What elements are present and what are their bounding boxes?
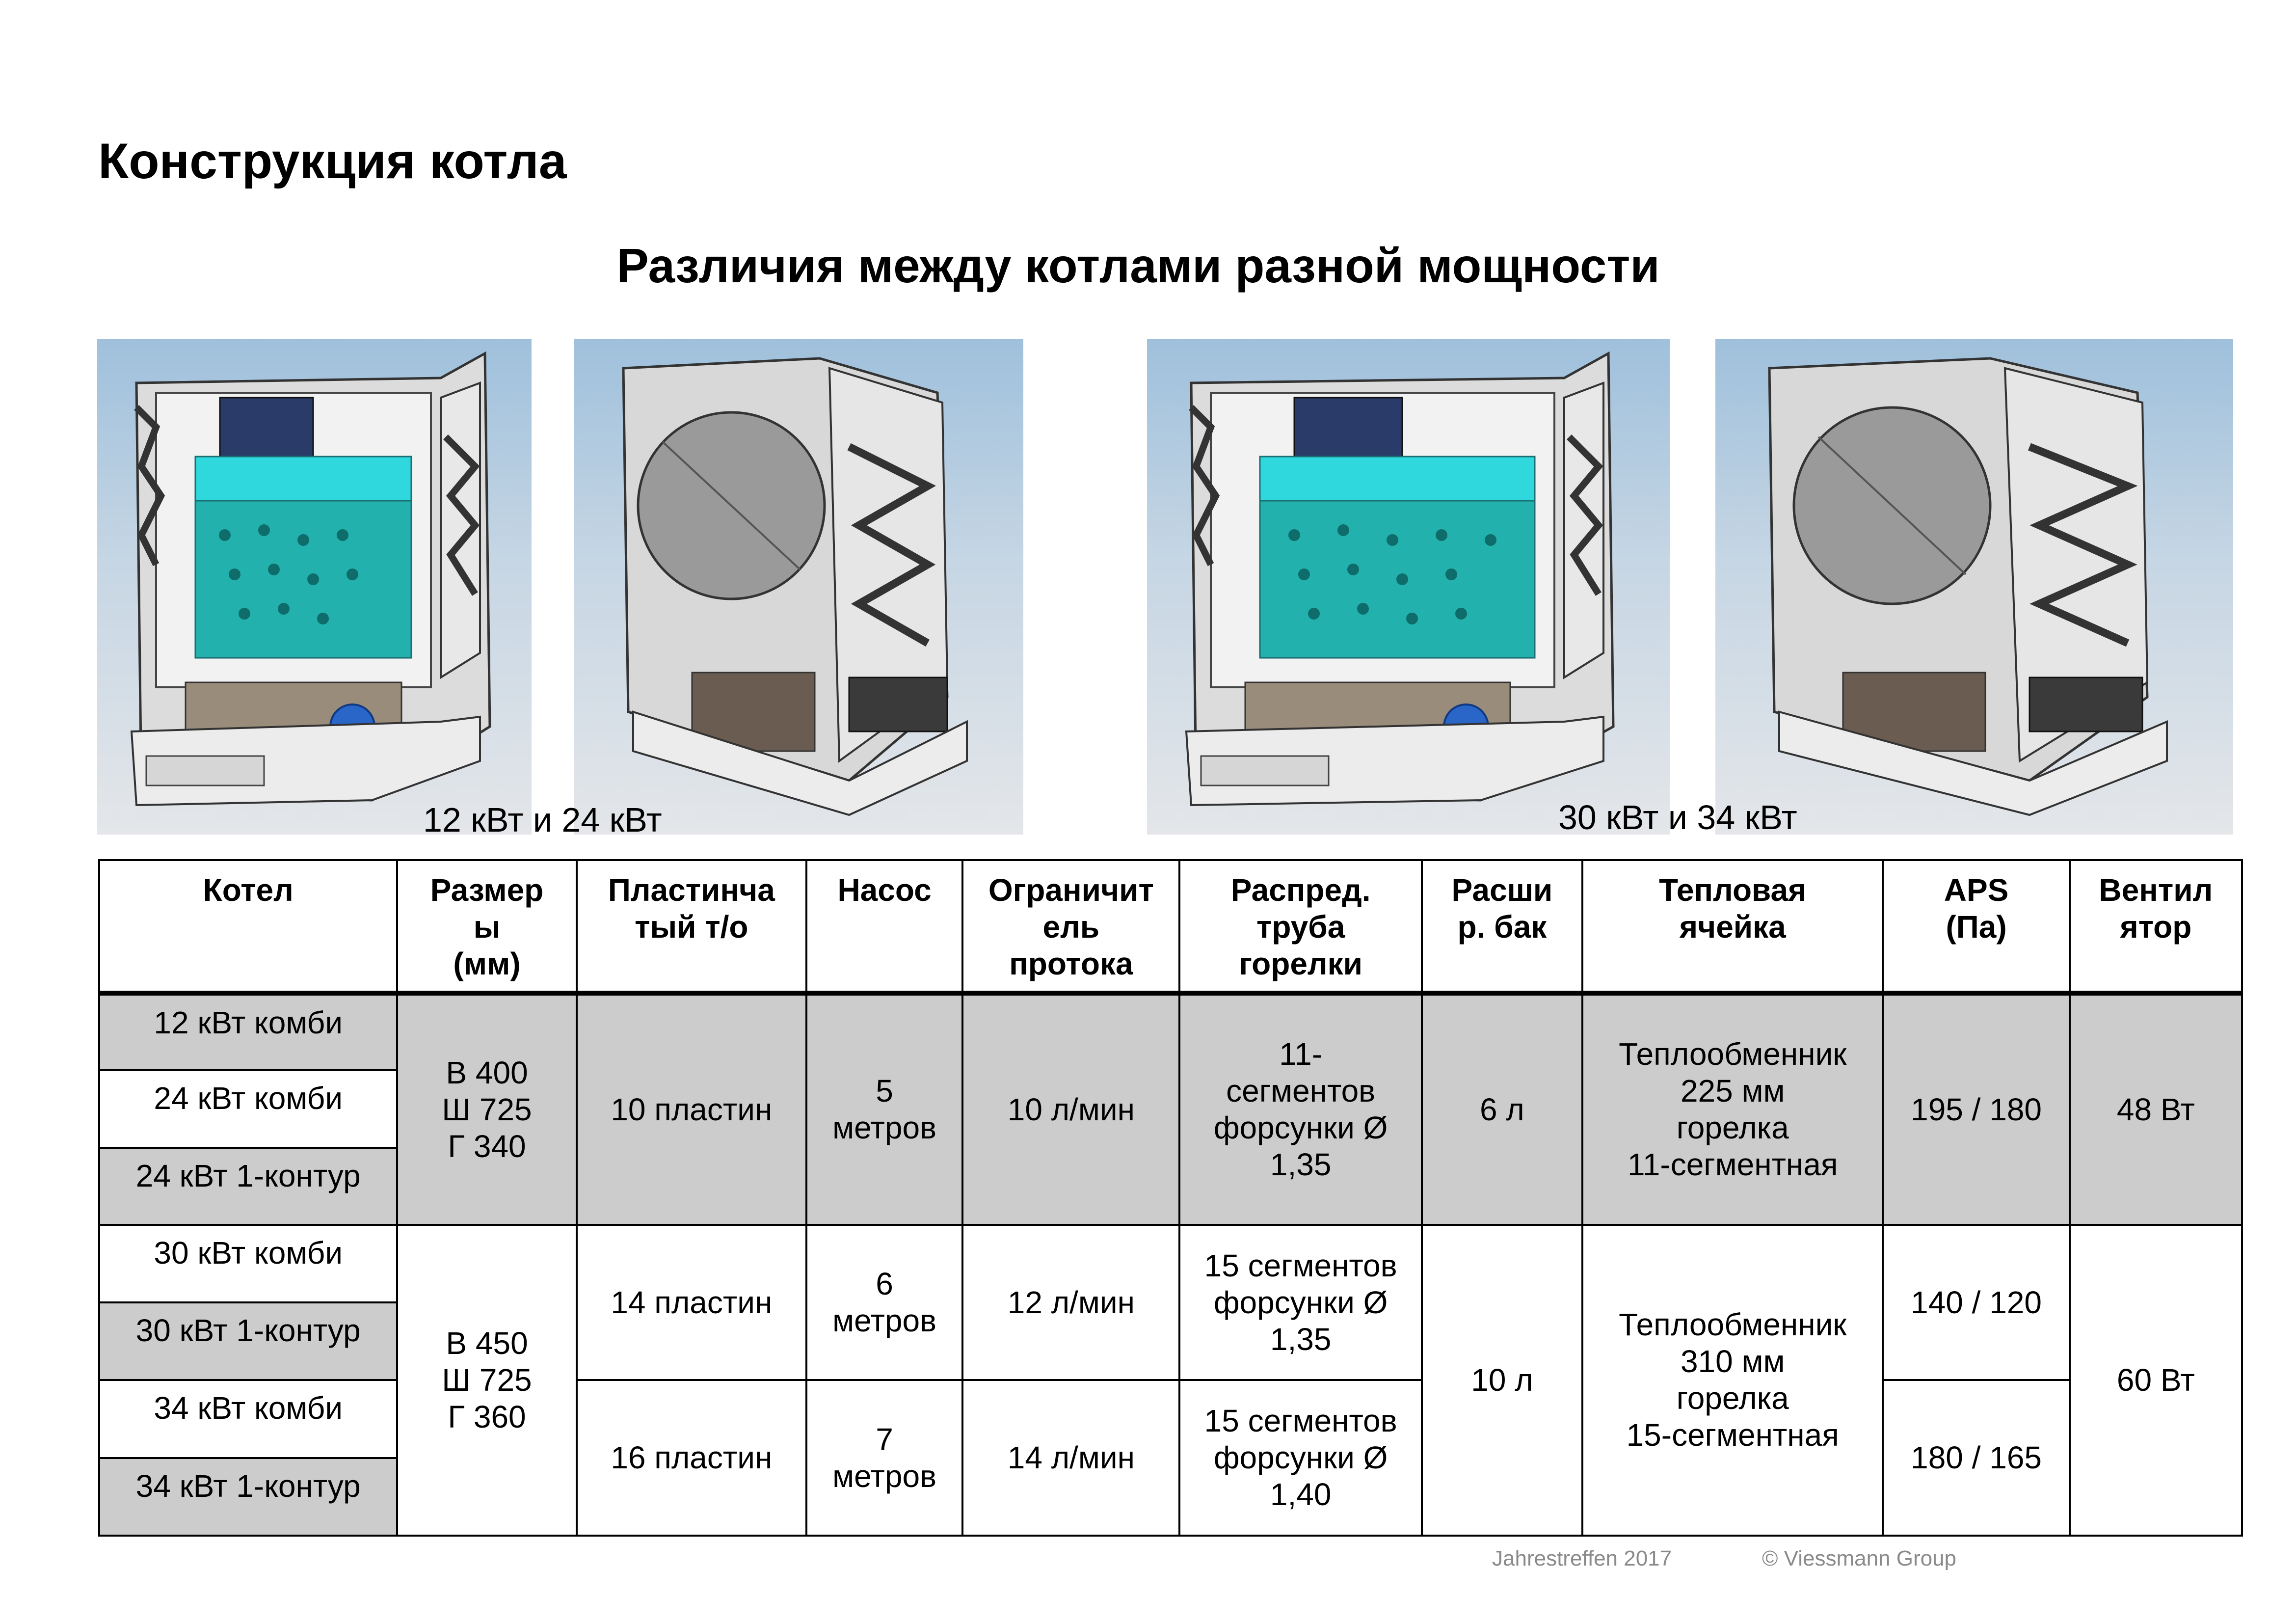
pump-cell: 5 метров xyxy=(805,992,964,1226)
model-cell: 34 кВт 1-контур xyxy=(98,1457,399,1537)
footer-copyright: © Viessmann Group xyxy=(1762,1546,1957,1570)
table-row: 24 кВт 1-контур xyxy=(98,1146,2242,1226)
table-row: 12 кВт комби В 400 Ш 725 Г 340 10 пласти… xyxy=(98,992,2243,1226)
fan-cell: 60 Вт xyxy=(2068,1223,2243,1537)
header-boiler: Котел xyxy=(98,859,399,994)
header-burner-pipe: Распред. труба горелки xyxy=(1178,859,1423,994)
model-cell: 34 кВт комби xyxy=(98,1379,399,1459)
plate-hx-cell: 10 пластин xyxy=(575,992,807,1226)
expansion-tank-cell: 6 л xyxy=(1420,992,1584,1226)
header-aps: APS (Па) xyxy=(1882,859,2071,994)
table-header-row: Котел Размер ы (мм) Пластинча тый т/о На… xyxy=(98,859,2243,994)
boiler-back-30-34-image xyxy=(1715,339,2233,835)
dimensions-cell: В 450 Ш 725 Г 360 xyxy=(396,1223,578,1537)
model-cell: 24 кВт 1-контур xyxy=(98,1146,399,1226)
header-dimensions: Размер ы (мм) xyxy=(396,859,578,994)
caption-30-34: 30 кВт и 34 кВт xyxy=(1558,798,1797,837)
table-row: 30 кВт комби В 450 Ш 725 Г 360 14 пласти… xyxy=(98,1223,2243,1537)
header-heat-cell: Тепловая ячейка xyxy=(1581,859,1884,994)
footer-event: Jahrestreffen 2017 xyxy=(1492,1546,1672,1570)
burner-pipe-cell: 11- сегментов форсунки Ø 1,35 xyxy=(1178,992,1423,1226)
expansion-tank-cell: 10 л xyxy=(1420,1223,1584,1537)
header-expansion-tank: Расши р. бак xyxy=(1420,859,1584,994)
page-title: Конструкция котла xyxy=(98,133,567,189)
table-row: 30 кВт 1-контур xyxy=(98,1301,2242,1381)
plate-hx-cell: 14 пластин xyxy=(575,1223,807,1381)
aps-cell: 195 / 180 xyxy=(1882,992,2071,1226)
table-row: 24 кВт комби xyxy=(98,1069,2242,1149)
header-flow-limiter: Ограничит ель протока xyxy=(961,859,1181,994)
boiler-spec-table: Котел Размер ы (мм) Пластинча тый т/о На… xyxy=(98,859,2243,1537)
burner-pipe-cell: 15 сегментов форсунки Ø 1,35 xyxy=(1178,1223,1423,1381)
model-cell: 12 кВт комби xyxy=(98,992,399,1072)
model-cell: 24 кВт комби xyxy=(98,1069,399,1149)
flow-limiter-cell: 10 л/мин xyxy=(961,992,1181,1226)
boiler-front-30-34-image xyxy=(1147,339,1670,835)
pump-cell: 7 метров xyxy=(805,1379,964,1537)
page-subtitle: Различия между котлами разной мощности xyxy=(616,239,1660,293)
boiler-back-12-24-image xyxy=(574,339,1023,835)
dimensions-cell: В 400 Ш 725 Г 340 xyxy=(396,992,578,1226)
header-plate-hx: Пластинча тый т/о xyxy=(575,859,807,994)
header-pump: Насос xyxy=(805,859,964,994)
table-row: 34 кВт 1-контур xyxy=(98,1457,2242,1537)
fan-cell: 48 Вт xyxy=(2068,992,2243,1226)
flow-limiter-cell: 14 л/мин xyxy=(961,1379,1181,1537)
pump-cell: 6 метров xyxy=(805,1223,964,1381)
aps-cell: 180 / 165 xyxy=(1882,1379,2071,1537)
header-fan: Вентил ятор xyxy=(2068,859,2243,994)
model-cell: 30 кВт комби xyxy=(98,1223,399,1304)
flow-limiter-cell: 12 л/мин xyxy=(961,1223,1181,1381)
boiler-front-12-24-image xyxy=(97,339,532,835)
burner-pipe-cell: 15 сегментов форсунки Ø 1,40 xyxy=(1178,1379,1423,1537)
model-cell: 30 кВт 1-контур xyxy=(98,1301,399,1381)
plate-hx-cell: 16 пластин xyxy=(575,1379,807,1537)
table-row: 34 кВт комби 16 пластин 7 метров 14 л/ми… xyxy=(98,1379,2242,1537)
aps-cell: 140 / 120 xyxy=(1882,1223,2071,1381)
heat-cell-cell: Теплообменник 225 мм горелка 11-сегментн… xyxy=(1581,992,1884,1226)
caption-12-24: 12 кВт и 24 кВт xyxy=(423,801,662,839)
heat-cell-cell: Теплообменник 310 мм горелка 15-сегментн… xyxy=(1581,1223,1884,1537)
